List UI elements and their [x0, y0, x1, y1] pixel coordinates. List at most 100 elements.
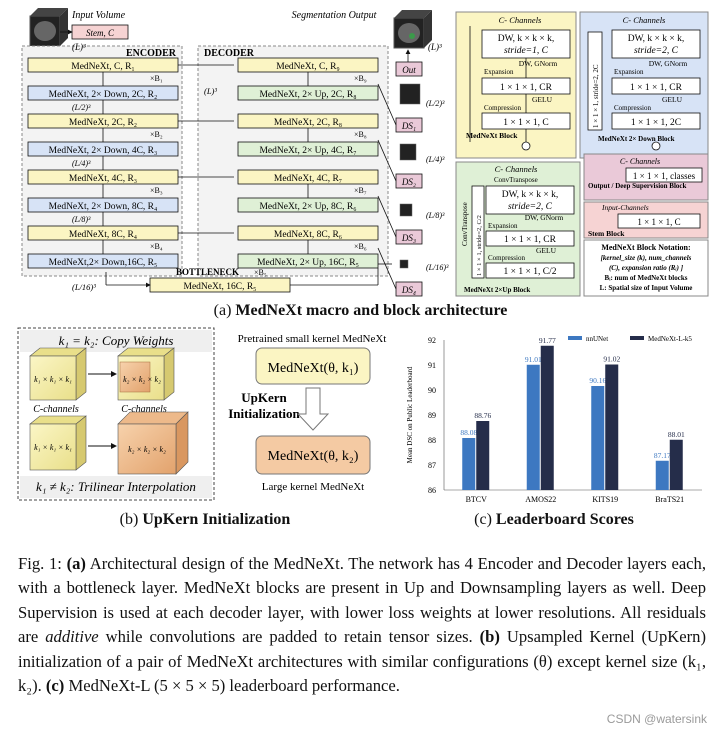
decoder-mult-3: ×B₇ [354, 186, 367, 195]
svg-text:Bᵢ: num of MedNeXt blocks: Bᵢ: num of MedNeXt blocks [605, 274, 688, 282]
decoder-up-label-1: MedNeXt, 2× Up, 2C, R₈ [259, 90, 356, 100]
input-volume-icon [29, 8, 68, 47]
ds-label-4: DS₄ [401, 285, 416, 295]
upkern-label-2: Initialization [228, 406, 300, 421]
figure-caption: Fig. 1: (a) Architectural design of the … [18, 554, 707, 696]
panel-c-caption: (c) Leaderboard Scores [474, 511, 634, 528]
interp-label: k₁ ≠ k₂: Trilinear Interpolation [36, 479, 196, 494]
small-model-box [255, 347, 371, 385]
ds-label-3: DS₃ [401, 233, 416, 243]
svg-text:C- Channels: C- Channels [623, 15, 666, 25]
y-tick-88: 88 [428, 436, 436, 445]
mednext-block-diagram: C- Channels DW, k × k × k, stride=1, C D… [455, 11, 577, 159]
svg-text:DW, GNorm: DW, GNorm [525, 213, 564, 222]
large-kernel-label: Large kernel MedNeXt [262, 481, 364, 493]
svg-text:L: Spatial size of Input Volum: L: Spatial size of Input Volume [600, 284, 693, 292]
segmentation-output-icon [393, 10, 432, 49]
svg-text:DW, GNorm: DW, GNorm [649, 59, 688, 68]
ds-size-3: (L/8)³ [426, 211, 445, 220]
legend-swatch-1 [630, 336, 644, 340]
segmentation-output-label: Segmentation Output [292, 10, 377, 21]
encoder-block-label-3: MedNeXt, 4C, R₃ [69, 174, 137, 184]
encoder-mult-1: ×B₁ [150, 74, 163, 83]
upkern-label-1: UpKern [241, 390, 287, 405]
svg-text:Compression: Compression [614, 104, 651, 112]
large-cube-bottom: k₂ × k₂ × k₂ [117, 411, 189, 475]
bar-BraTS21-0 [655, 460, 669, 490]
ds-link-4 [377, 247, 397, 290]
decoder-up-label-4: MedNeXt, 2× Up, 16C, R₅ [257, 258, 359, 268]
encoder-size-2: (L/2)³ [72, 103, 91, 112]
svg-text:DW, k × k × k,: DW, k × k × k, [628, 34, 685, 44]
stem-block-diagram: Input-Channels 1 × 1 × 1, C Stem Block [583, 201, 709, 239]
svg-text:1 × 1 × 1, CR: 1 × 1 × 1, CR [630, 83, 683, 93]
panel-c-title: Leaderboard Scores [495, 511, 634, 528]
bar-BraTS21-1 [669, 439, 683, 490]
encoder-down-label-3: MedNeXt, 2× Down, 8C, R₄ [49, 202, 158, 212]
svg-text:DW, k × k × k,: DW, k × k × k, [502, 190, 559, 200]
svg-text:1 × 1 × 1, 2C: 1 × 1 × 1, 2C [631, 118, 681, 128]
svg-text:ConvTranspose: ConvTranspose [494, 176, 538, 184]
encoder-down-label-4: MedNeXt,2× Down,16C, R₅ [49, 258, 158, 268]
bar-KITS19-1 [605, 364, 619, 490]
svg-text:1 × 1 × 1, CR: 1 × 1 × 1, CR [500, 83, 553, 93]
stem-label: Stem, C [86, 28, 115, 38]
encoder-block-label-2: MedNeXt, 2C, R₂ [69, 118, 137, 128]
pretrained-label: Pretrained small kernel MedNeXt [238, 333, 387, 345]
up-block-diagram: C- Channels ConvTranspose DW, k × k × k,… [455, 161, 581, 297]
svg-text:C- Channels: C- Channels [499, 15, 542, 25]
x-tick-BTCV: BTCV [466, 495, 488, 504]
encoder-mult-3: ×B₃ [150, 186, 163, 195]
large-model-label: MedNeXt(θ, k₂) [268, 449, 359, 464]
c-channels-left: C-channels [33, 404, 79, 415]
decoder-mult-1: ×B₉ [354, 74, 367, 83]
svg-text:stride=1, C: stride=1, C [504, 46, 549, 56]
ds-link-1 [377, 83, 397, 126]
bar-label-AMOS22-1: 91.77 [539, 336, 556, 345]
ds-size-1: (L/2)³ [426, 99, 445, 108]
svg-text:1 × 1 × 1, stride=2, 2C: 1 × 1 × 1, stride=2, 2C [592, 64, 600, 128]
down-block-diagram: C- Channels DW, k × k × k, stride=2, C D… [579, 11, 709, 159]
bar-label-BraTS21-1: 88.01 [668, 430, 685, 439]
bar-AMOS22-1 [540, 345, 554, 490]
encoder-mult-2: ×B₂ [150, 130, 163, 139]
svg-text:[kernel_size (k), num_channels: [kernel_size (k), num_channels [601, 254, 692, 262]
small-model-label: MedNeXt(θ, k₁) [268, 361, 359, 376]
svg-text:Expansion: Expansion [484, 68, 514, 76]
ds-volume-icon-1 [399, 83, 421, 105]
encoder-size-3: (L/4)³ [72, 159, 91, 168]
panel-b-caption: (b) UpKern Initialization [119, 511, 291, 528]
large-cube-top: k₂ × k₂ × k₂ [117, 347, 175, 401]
svg-text:GELU: GELU [532, 95, 553, 104]
encoder-down-label-2: MedNeXt, 2× Down, 4C, R₃ [49, 146, 158, 156]
ds-size-2: (L/4)³ [426, 155, 445, 164]
seg-size-label: (L)³ [428, 42, 442, 52]
svg-text:stride=2, C: stride=2, C [508, 202, 553, 212]
input-volume-label: Input Volume [71, 10, 126, 21]
decoder-mult-2: ×B₈ [354, 130, 367, 139]
svg-text:1 × 1 × 1, C: 1 × 1 × 1, C [637, 217, 680, 227]
x-tick-KITS19: KITS19 [592, 495, 618, 504]
panel-b-upkern: k₁ = k₂: Copy Weights k₁ ≠ k₂: Trilinear… [17, 327, 387, 501]
encoder-size-4: (L/8)³ [72, 215, 91, 224]
bottleneck-mult: ×B₅ [254, 268, 267, 277]
panel-a-title: MedNeXt macro and block architecture [235, 302, 508, 319]
bar-label-KITS19-0: 90.16 [589, 376, 606, 385]
encoder-block-label-4: MedNeXt, 8C, R₄ [69, 230, 137, 240]
ds-link-3 [377, 195, 397, 238]
legend-swatch-0 [568, 336, 582, 340]
watermark: CSDN @watersink [606, 712, 707, 726]
x-tick-BraTS21: BraTS21 [655, 495, 684, 504]
y-tick-87: 87 [428, 461, 436, 470]
bar-label-BraTS21-0: 87.17 [654, 451, 671, 460]
svg-text:Expansion: Expansion [614, 68, 644, 76]
x-tick-AMOS22: AMOS22 [525, 495, 556, 504]
small-cube-bottom: k₁ × k₁ × k₁ [29, 415, 87, 471]
y-tick-92: 92 [428, 336, 436, 345]
svg-text:Stem Block: Stem Block [588, 229, 625, 238]
bottleneck-label: BOTTLENECK [176, 267, 239, 277]
bar-label-BTCV-0: 88.08 [460, 428, 477, 437]
encoder-label: ENCODER [126, 48, 177, 59]
decoder-up-label-3: MedNeXt, 2× Up, 8C, R₆ [259, 202, 356, 212]
svg-text:k₁ × k₁ × k₁: k₁ × k₁ × k₁ [34, 443, 72, 452]
